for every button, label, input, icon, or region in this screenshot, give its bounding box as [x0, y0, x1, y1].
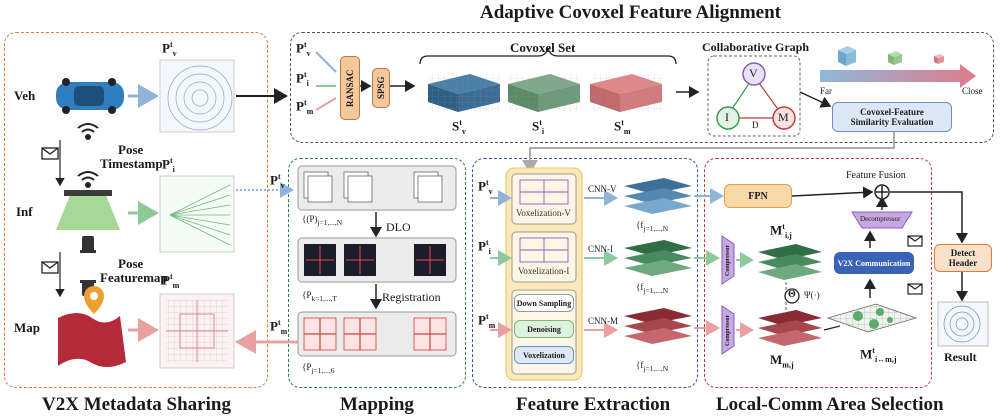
- camera-icon-1: [80, 236, 96, 253]
- wifi-icon-mid: [77, 171, 99, 188]
- cnn-m-label: CNN-M: [588, 316, 619, 326]
- mapping-set-1: {(P)j=1,...,N: [302, 214, 343, 227]
- ransac-block: RANSAC: [340, 56, 360, 120]
- voxelization-step: Voxelization: [514, 346, 574, 364]
- wifi-icon-top: [77, 123, 99, 140]
- v2x-panel: [4, 32, 268, 388]
- m-label-ij: Mti,j: [770, 222, 792, 240]
- alignment-panel: [290, 32, 994, 143]
- spsg-block: SPSG: [372, 68, 390, 108]
- voxel-block-v: [428, 74, 500, 112]
- envelope-icon-2: [41, 261, 59, 274]
- local-panel: [704, 158, 932, 388]
- section-local-title: Local-Comm Area Selection: [716, 394, 944, 415]
- featuremap-label: Featuremap: [100, 270, 168, 285]
- collab-graph-label: Collaborative Graph: [702, 40, 809, 54]
- voxelization-i-label: Voxelization-I: [518, 266, 570, 276]
- align-input-m: Ptm: [296, 98, 314, 116]
- feat-set-m: {fj=1,...,N: [636, 360, 669, 373]
- cube-far: [838, 46, 856, 66]
- envelope-icon-1: [41, 147, 59, 160]
- envelope-icon-3: [907, 235, 923, 247]
- dlo-label: DLO: [386, 220, 411, 234]
- timestamp-label: Timestamp: [100, 156, 163, 171]
- feat-input-i: Pti: [478, 238, 491, 256]
- m-label-itoj: Mti↔m,j: [860, 346, 897, 364]
- denoising-step: Denoising: [514, 320, 574, 338]
- m-label-mj: Mm,j: [770, 352, 794, 370]
- close-label: Close: [962, 86, 983, 96]
- envelope-icon-4: [907, 283, 923, 295]
- infrastructure-icon: [56, 190, 120, 230]
- section-feature-title: Feature Extraction: [516, 394, 671, 415]
- mapping-set-2: {Pk=1,...,T: [302, 290, 338, 303]
- mapping-set-3: {Pj=1,...,6: [302, 362, 335, 375]
- agent-label-veh: Veh: [14, 88, 36, 103]
- graph-node-i: I: [725, 110, 729, 124]
- feature-stack-m: [624, 308, 692, 344]
- selection-grid: [826, 303, 918, 333]
- similarity-evaluation-box: Covoxel-Feature Similarity Evaluation: [832, 102, 952, 132]
- section-mapping-title: Mapping: [340, 394, 414, 415]
- compressor-1-label: Compressor: [725, 244, 731, 276]
- mapping-input-v: Ptv: [270, 172, 285, 190]
- pose-label-1: Pose: [118, 142, 144, 157]
- voxel-block-m: [590, 74, 662, 112]
- feature-fusion-label: Feature Fusion: [846, 170, 906, 181]
- pc-label-m: Ptm: [162, 272, 180, 290]
- local-stack-m: [758, 310, 822, 346]
- feature-stack-i: [624, 240, 692, 276]
- feature-stack-v: [624, 178, 692, 214]
- feat-set-i: {fj=1,...,N: [636, 282, 669, 295]
- feat-set-v: {fj=1,...,N: [636, 220, 669, 233]
- v2x-communication-box: V2X Communication: [834, 252, 914, 274]
- psi-label: Ψ(·): [804, 290, 820, 300]
- agent-label-inf: Inf: [16, 204, 33, 219]
- cube-close: [934, 54, 944, 64]
- local-stack-i: [758, 244, 822, 280]
- fpn-block: FPN: [724, 184, 792, 208]
- feat-input-v: Ptv: [478, 178, 493, 196]
- graph-edge-d: D: [752, 120, 759, 130]
- far-label: Far: [820, 86, 832, 96]
- covoxel-set-label: Covoxel Set: [510, 40, 576, 55]
- graph-node-m: M: [778, 110, 789, 124]
- s-label-i: Sti: [532, 118, 545, 136]
- mapping-panel: [288, 158, 466, 388]
- cnn-v-label: CNN-V: [588, 184, 617, 194]
- voxel-block-i: [508, 74, 580, 112]
- cube-mid: [888, 51, 902, 65]
- cnn-i-label: CNN-I: [588, 244, 613, 254]
- align-input-v: Ptv: [296, 40, 311, 58]
- s-label-v: Stv: [452, 118, 466, 136]
- down-sampling-step: Down Sampling: [514, 294, 574, 312]
- registration-label: Registration: [382, 290, 441, 304]
- agent-label-map: Map: [14, 320, 40, 335]
- align-input-i: Pti: [296, 70, 309, 88]
- detect-line-2: Header: [948, 258, 978, 268]
- map-icon: [58, 286, 126, 367]
- figure-title: Adaptive Covoxel Feature Alignment: [480, 2, 781, 23]
- compressor-2-label: Compressor: [725, 314, 731, 346]
- feat-input-m: Ptm: [478, 312, 496, 330]
- detect-line-1: Detect: [950, 248, 976, 258]
- theta-symbol: Θ: [788, 289, 796, 300]
- feature-panel: [472, 158, 698, 388]
- pc-label-i: Pti: [162, 156, 175, 174]
- similarity-line-2: Similarity Evaluation: [850, 117, 934, 127]
- similarity-line-1: Covoxel-Feature: [860, 107, 924, 117]
- pc-label-v: Ptv: [162, 40, 177, 58]
- vehicle-icon: [56, 78, 124, 114]
- s-label-m: Stm: [614, 118, 631, 136]
- decompressor-label: Decompressor: [860, 215, 901, 223]
- voxelization-v-label: Voxelization-V: [516, 208, 571, 218]
- section-v2x-title: V2X Metadata Sharing: [42, 394, 231, 415]
- pose-label-2: Pose: [118, 256, 144, 271]
- result-label: Result: [944, 350, 977, 364]
- mapping-output-m: Ptm: [270, 318, 288, 336]
- detect-header-box: Detect Header: [934, 244, 992, 272]
- graph-node-v: V: [749, 66, 758, 80]
